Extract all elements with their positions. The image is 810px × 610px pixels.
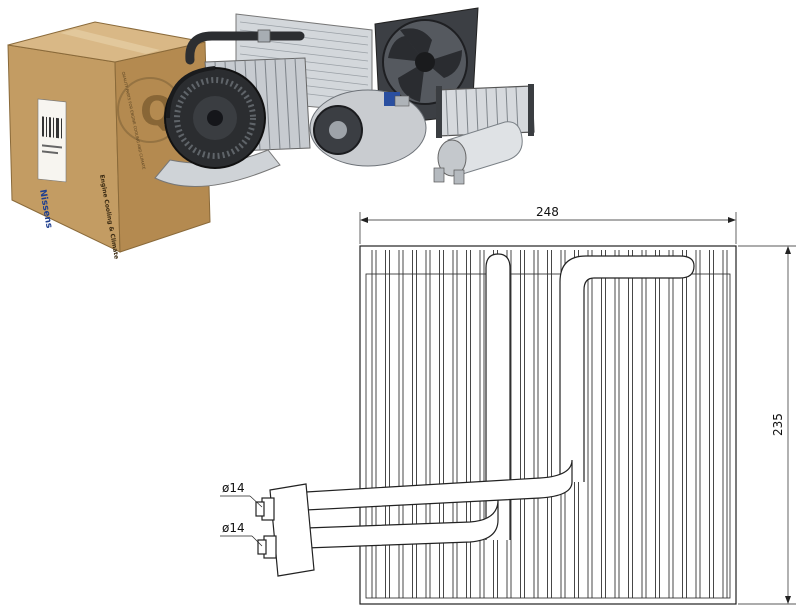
barcode-icon (42, 116, 62, 155)
width-dimension (359, 212, 737, 244)
internal-pipe-loop (485, 253, 695, 540)
cardboard-box: Nissens Engine Cooling & Climate Q QUALI… (7, 21, 211, 260)
pipe-flange (255, 483, 315, 577)
ac-compressor-part (309, 89, 427, 167)
receiver-drier-part (433, 121, 523, 185)
diameter-leaders (220, 495, 263, 547)
blower-motor-part (154, 66, 281, 187)
height-label: 235 (771, 413, 785, 436)
width-label: 248 (536, 205, 559, 219)
product-photo: Nissens Engine Cooling & Climate Q QUALI… (7, 7, 535, 260)
pipe-top-diameter-label: ø14 (222, 481, 245, 495)
evaporator-drawing (220, 212, 796, 605)
evaporator-fins (371, 250, 728, 598)
pipe-bottom-diameter-label: ø14 (222, 521, 245, 535)
evaporator-outline (359, 245, 737, 605)
barcode-label (37, 98, 67, 183)
height-dimension (738, 245, 796, 605)
ac-pipe-part (185, 29, 305, 65)
outlet-pipes (305, 459, 573, 549)
